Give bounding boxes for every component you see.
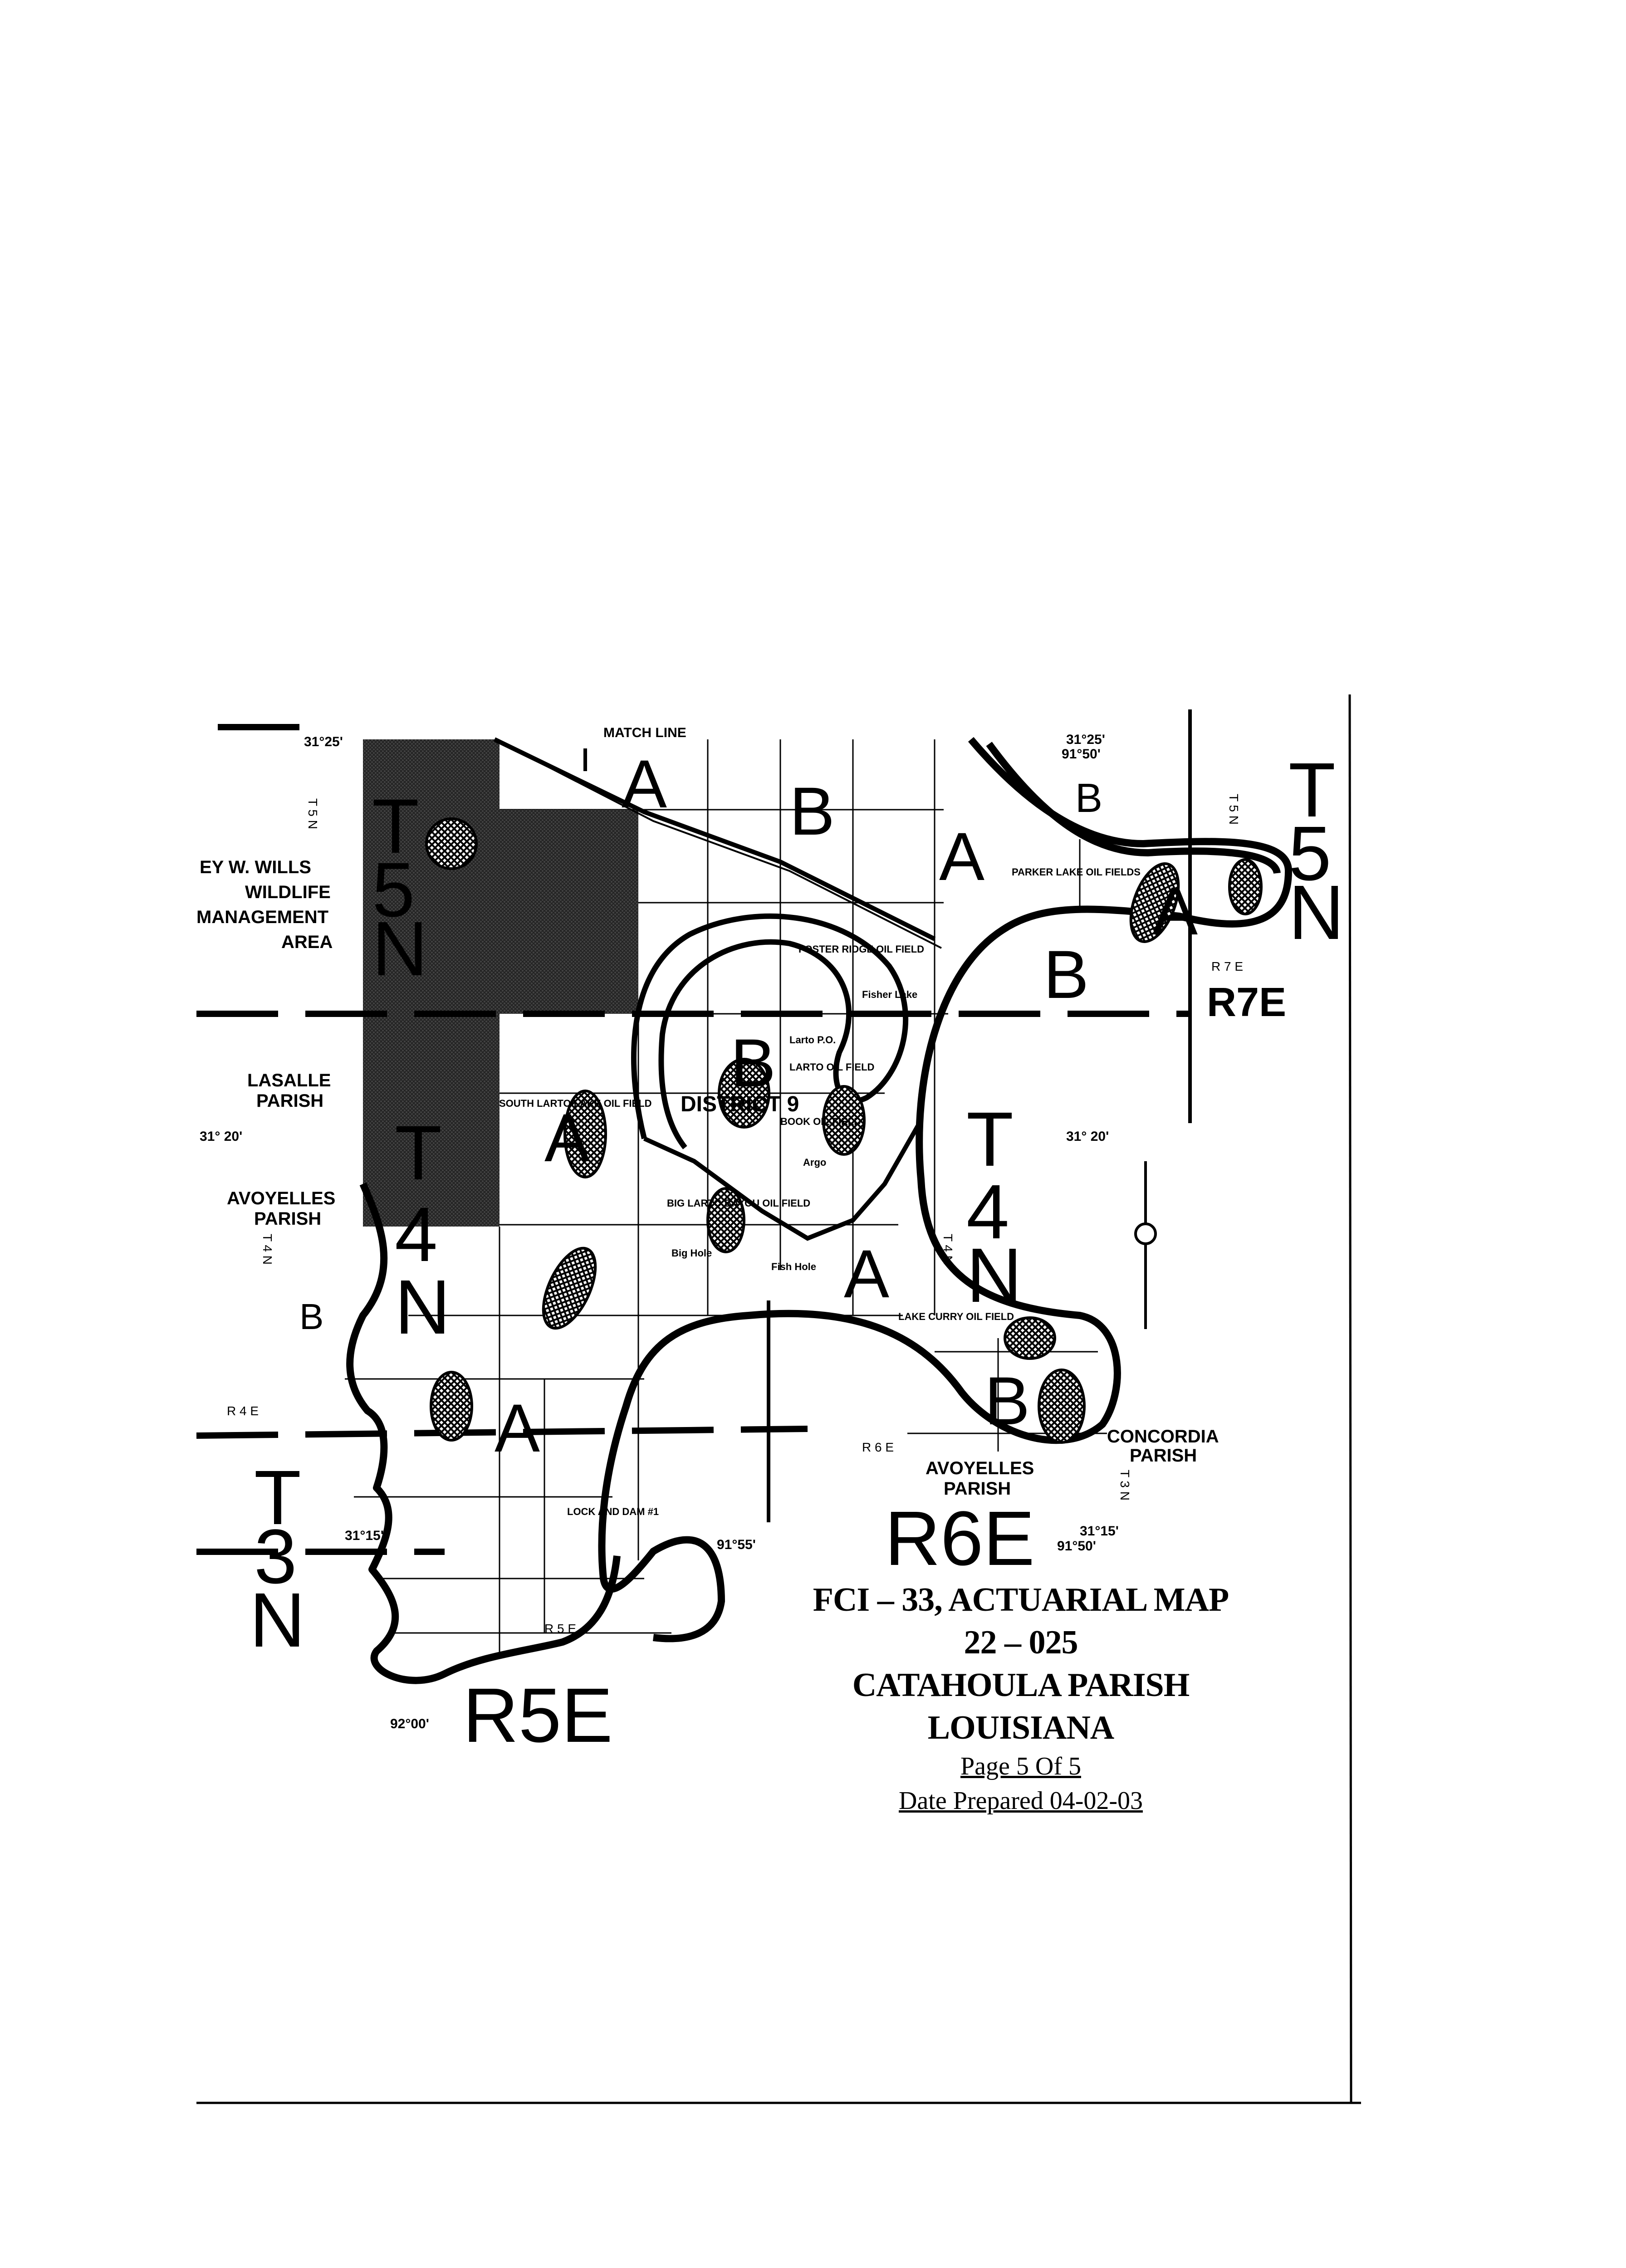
page-number: Page 5 Of 5 [960,1752,1081,1780]
place-label: Big Hole [671,1247,712,1259]
coord-label: 91°50' [1062,747,1101,762]
handwritten-n: N [966,1232,1022,1319]
parish-label: PARISH [944,1479,1011,1499]
oil-field-label: LARTO OIL FIELD [789,1061,874,1073]
actuarial-map: MATCH LINE 31°25' 31°25' 91°50' 31° 20' … [196,694,1361,2104]
oil-field-label: LAKE CURRY OIL FIELD [898,1311,1014,1322]
township-label: T 5 N [1227,794,1241,825]
zone-label-a: A [544,1100,590,1176]
zone-label-b: B [789,773,835,849]
parish-label: LASALLE [247,1070,331,1090]
oil-field-label: SOUTH LARTO LAKE OIL FIELD [499,1098,652,1109]
coord-label: 31°15' [1080,1524,1119,1539]
zone-label-b: B [1043,936,1089,1012]
zone-label-a: A [495,1390,540,1466]
state-name: LOUISIANA [927,1709,1114,1746]
canal [503,743,942,949]
hatched-areas [425,817,1263,1444]
handwritten-n: N [250,1577,305,1663]
wma-label: MANAGEMENT [196,907,328,927]
place-label: LOCK AND DAM #1 [567,1506,659,1517]
township-label: T 3 N [1118,1470,1132,1501]
coord-label: 31°25' [1066,732,1105,747]
range-label: R 4 E [227,1404,259,1418]
parish-label: AVOYELLES [227,1188,335,1208]
boundary-line-zone [643,1119,923,1241]
map-number: 22 – 025 [964,1624,1078,1661]
date-prepared: Date Prepared 04-02-03 [898,1787,1143,1815]
handwritten-t: T [395,1110,442,1196]
wma-label: WILDLIFE [245,882,331,902]
oil-field-label: FOSTER RIDGE OIL FIELD [798,943,924,955]
place-label: Argo [803,1157,826,1168]
township-label: T 4 N [260,1234,274,1265]
handwritten-range: R6E [885,1496,1035,1582]
title-block: FCI – 33, ACTUARIAL MAP 22 – 025 CATAHOU… [767,1579,1275,1818]
parish-label: PARISH [254,1209,321,1229]
coord-label: 31° 20' [1066,1129,1109,1144]
coord-label: 31°15' [345,1528,384,1543]
coord-label: 91°55' [717,1537,756,1552]
wma-label: EY W. WILLS [200,857,311,877]
handwritten-range: R5E [463,1672,613,1759]
zone-label-a: A [939,818,984,894]
handwritten-4: 4 [395,1192,438,1278]
township-label: T 5 N [306,798,320,829]
parish-name: CATAHOULA PARISH [852,1667,1190,1704]
handwritten-5: 5 [1288,811,1332,897]
parish-label: PARISH [256,1091,323,1111]
range-label: R 6 E [862,1440,894,1454]
zone-label-a: A [844,1236,889,1312]
handwritten-n: N [1288,870,1344,956]
township-lines [196,724,1190,1555]
range-lines [583,709,1192,1522]
lake-label: Fisher Lake [862,989,917,1000]
parish-label: PARISH [1130,1446,1197,1466]
zone-label-b: B [1075,776,1102,821]
range-label: R 5 E [544,1622,576,1636]
handwritten-t: T [966,1096,1014,1183]
place-label: Fish Hole [771,1261,816,1272]
handwritten-5: 5 [372,847,415,933]
oil-field-label: BOOK OIL FIELD [780,1116,861,1127]
river-boundaries [346,737,1292,1684]
handwritten-n: N [372,906,428,992]
handwritten-t: T [1288,747,1336,833]
page-frame [196,694,1361,2104]
north-arrow-icon [1134,1161,1157,1329]
railroad [493,737,936,941]
match-line-label: MATCH LINE [603,725,686,740]
township-label: T 4 N [941,1234,955,1265]
coord-label: 31°25' [304,734,343,749]
zone-label-b: B [984,1363,1030,1439]
handwritten-range: R7E [1207,980,1286,1025]
coord-label: 92°00' [390,1716,429,1731]
oil-field-label: BIG LARTO BAYOU OIL FIELD [667,1198,810,1209]
parish-label: CONCORDIA [1107,1427,1219,1447]
oil-field-label: PARKER LAKE OIL FIELDS [1012,866,1141,878]
coord-label: 31° 20' [200,1129,242,1144]
wma-label: AREA [281,932,333,952]
range-label: R 7 E [1211,959,1243,973]
map-title: FCI – 33, ACTUARIAL MAP [813,1581,1229,1618]
parish-label: AVOYELLES [926,1458,1034,1478]
zone-label-b: B [299,1296,323,1337]
zone-label-b: B [730,1025,776,1101]
place-label: Larto P.O. [789,1034,836,1046]
handwritten-4: 4 [966,1169,1009,1255]
handwritten-n: N [395,1264,451,1350]
district-label: DISTRICT 9 [681,1092,799,1116]
handwritten-t: T [372,783,419,870]
handwritten-t: T [254,1455,301,1541]
zone-label-a: A [1152,873,1198,949]
coord-label: 91°50' [1057,1539,1096,1554]
zone-label-a: A [622,746,667,822]
handwritten-3: 3 [254,1514,297,1600]
